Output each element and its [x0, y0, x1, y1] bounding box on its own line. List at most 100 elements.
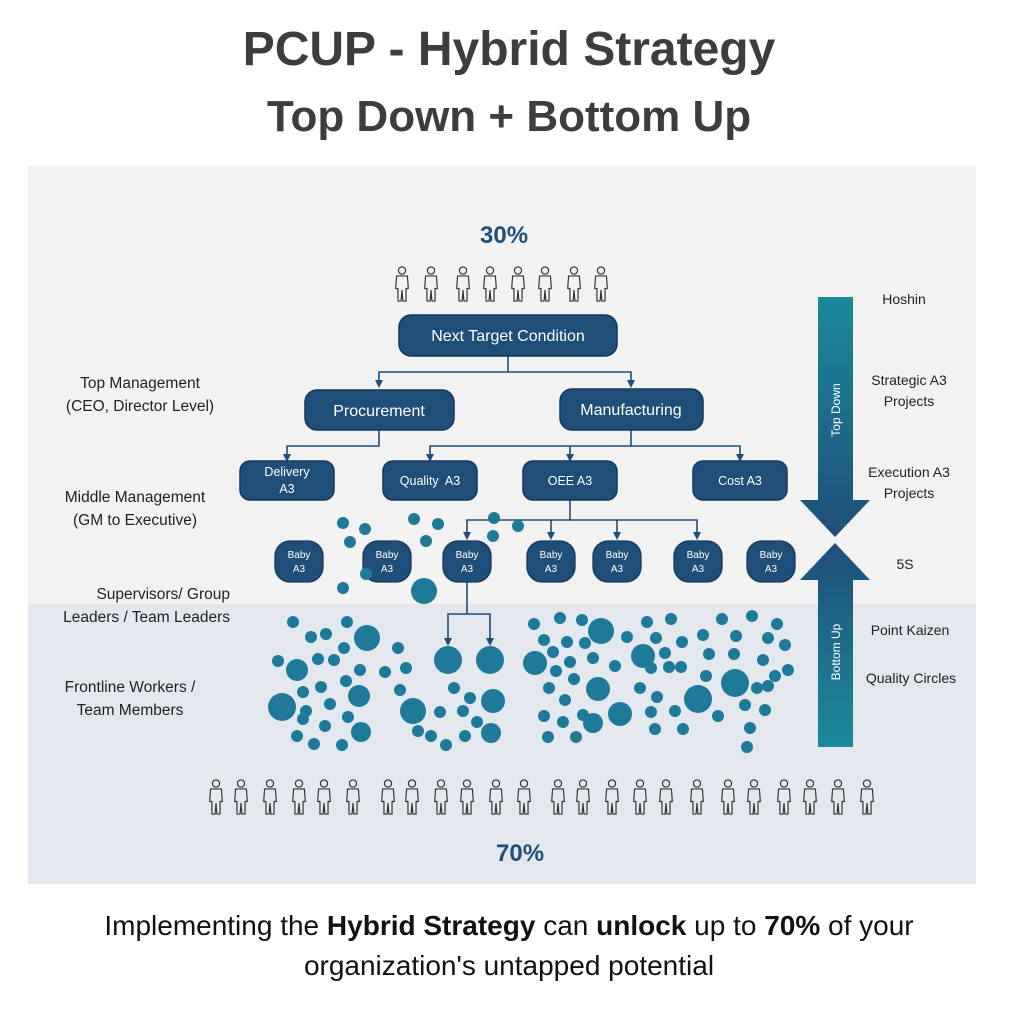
label-top-management: Top Management (CEO, Director Level): [50, 372, 230, 418]
baby-a3-label-line1: Baby: [687, 550, 710, 561]
kaizen-dot-icon: [338, 642, 350, 654]
label-supervisors-line2: Leaders / Team Leaders: [63, 609, 230, 626]
kaizen-dot-icon: [550, 665, 562, 677]
kaizen-dot-icon: [359, 523, 371, 535]
footer-bold-unlock: unlock: [596, 910, 687, 941]
kaizen-dot-icon: [308, 738, 320, 750]
person-outline-icon: [434, 779, 448, 815]
label-point-kaizen: Point Kaizen: [870, 622, 950, 638]
person-outline-icon: [594, 266, 608, 302]
kaizen-dot-icon: [583, 713, 603, 733]
kaizen-dot-icon: [481, 689, 505, 713]
kaizen-dot-icon: [400, 698, 426, 724]
person-outline-icon: [292, 779, 306, 815]
kaizen-dot-icon: [487, 530, 499, 542]
kaizen-dot-icon: [354, 664, 366, 676]
kaizen-dot-icon: [771, 618, 783, 630]
person-outline-icon: [456, 266, 470, 302]
kaizen-dot-icon: [512, 520, 524, 532]
kaizen-dot-icon: [464, 692, 476, 704]
baby-a3-label-line1: Baby: [606, 550, 629, 561]
svg-text:Procurement: Procurement: [333, 403, 425, 420]
main-title: PCUP - Hybrid Strategy: [242, 23, 776, 76]
svg-text:Quality A3: Quality A3: [400, 474, 460, 488]
kaizen-dot-icon: [651, 691, 663, 703]
label-supervisors-line1: Supervisors/ Group: [96, 586, 230, 603]
kaizen-dot-icon: [319, 720, 331, 732]
svg-text:Top Down: Top Down: [829, 383, 843, 436]
node-procurement: Procurement: [304, 389, 455, 431]
kaizen-dot-icon: [528, 618, 540, 630]
svg-text:Bottom Up: Bottom Up: [829, 623, 843, 680]
svg-text:Manufacturing: Manufacturing: [580, 402, 681, 419]
person-outline-icon: [460, 779, 474, 815]
kaizen-dot-icon: [315, 681, 327, 693]
svg-text:Cost A3: Cost A3: [718, 474, 762, 488]
kaizen-dot-icon: [538, 710, 550, 722]
kaizen-dot-icon: [272, 655, 284, 667]
kaizen-dot-icon: [779, 639, 791, 651]
kaizen-dot-icon: [634, 682, 646, 694]
kaizen-dot-icon: [523, 651, 547, 675]
kaizen-dot-icon: [645, 662, 657, 674]
kaizen-dot-icon: [677, 723, 689, 735]
svg-text:OEE A3: OEE A3: [548, 474, 593, 488]
kaizen-dot-icon: [547, 646, 559, 658]
kaizen-dot-icon: [432, 518, 444, 530]
bottom-percentage: 70%: [496, 840, 545, 867]
kaizen-dot-icon: [588, 618, 614, 644]
footer-line2: organization's untapped potential: [303, 950, 715, 981]
node-manufacturing: Manufacturing: [559, 388, 704, 431]
label-hoshin: Hoshin: [882, 291, 926, 307]
label-5s: 5S: [896, 556, 914, 572]
person-outline-icon: [721, 779, 735, 815]
kaizen-dot-icon: [757, 654, 769, 666]
kaizen-dot-icon: [554, 612, 566, 624]
person-outline-icon: [381, 779, 395, 815]
label-execution-line1: Execution A3: [868, 464, 950, 480]
bottom-up-arrow: Bottom Up: [800, 543, 870, 747]
kaizen-dot-icon: [268, 693, 296, 721]
kaizen-dot-icon: [675, 661, 687, 673]
kaizen-dot-icon: [564, 656, 576, 668]
kaizen-dot-icon: [440, 739, 452, 751]
kaizen-dot-icon: [542, 731, 554, 743]
kaizen-dot-icon: [568, 673, 580, 685]
person-outline-icon: [747, 779, 761, 815]
person-outline-icon: [395, 266, 409, 302]
person-outline-icon: [317, 779, 331, 815]
connector-lines: [283, 356, 744, 646]
top-percentage: 30%: [480, 222, 529, 249]
kaizen-dot-icon: [684, 685, 712, 713]
kaizen-dot-icon: [340, 675, 352, 687]
baby-a3-label-line2: A3: [765, 564, 778, 575]
kaizen-dot-icon: [354, 625, 380, 651]
footer-text-3: up to: [686, 910, 765, 941]
kaizen-dot-icon: [344, 536, 356, 548]
kaizen-dot-icon: [570, 731, 582, 743]
kaizen-dot-icon: [650, 632, 662, 644]
footer-bold-hybrid: Hybrid Strategy: [326, 910, 536, 941]
kaizen-dot-icon: [721, 669, 749, 697]
node-quality-a3: Quality A3: [382, 460, 478, 501]
baby-a3-label-line1: Baby: [456, 550, 479, 561]
kaizen-dot-icon: [420, 535, 432, 547]
kaizen-dot-icon: [703, 648, 715, 660]
kaizen-dot-icon: [488, 512, 500, 524]
kaizen-dot-icon: [320, 628, 332, 640]
node-oee-a3: OEE A3: [522, 460, 618, 501]
footer-text-2: can: [535, 910, 597, 941]
svg-text:Delivery: Delivery: [264, 465, 310, 479]
person-outline-icon: [405, 779, 419, 815]
kaizen-dot-icon: [579, 637, 591, 649]
kaizen-dot-icon: [769, 670, 781, 682]
kaizen-dot-icon: [557, 716, 569, 728]
kaizen-dots: [268, 512, 794, 753]
kaizen-dot-icon: [297, 713, 309, 725]
